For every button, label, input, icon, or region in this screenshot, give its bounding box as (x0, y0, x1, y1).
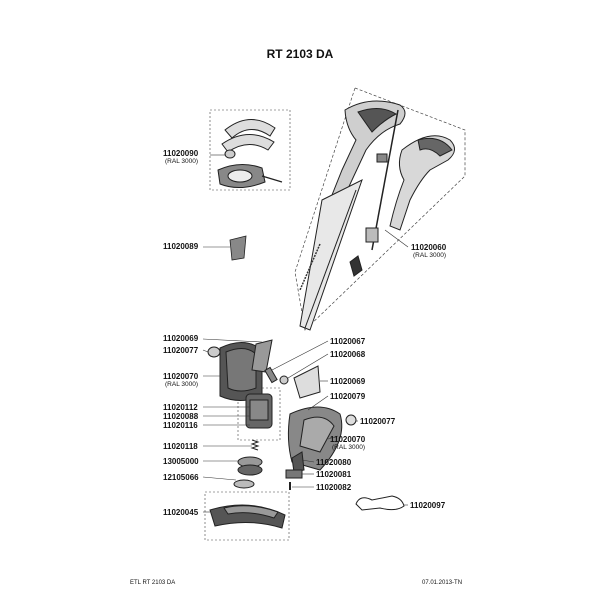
clip-part-drawing (229, 235, 247, 261)
part-label-11020097: 11020097 (410, 501, 446, 510)
handle-group-outline (209, 109, 291, 191)
part-label-11020088: 11020088 (163, 412, 199, 421)
leader-lines (202, 154, 409, 513)
part-label-13005000: 13005000 (163, 457, 199, 466)
part-label-11020045: 11020045 (163, 508, 199, 517)
part-label-11020080: 11020080 (316, 458, 352, 467)
part-color-11020060: (RAL 3000) (413, 252, 446, 259)
part-color-11020070-right: (RAL 3000) (332, 444, 365, 451)
part-label-12105066: 12105066 (163, 473, 199, 482)
part-label-11020082: 11020082 (316, 483, 352, 492)
part-label-11020112: 11020112 (163, 403, 198, 412)
auxiliary-handle-drawing (217, 119, 283, 188)
part-label-11020077-right: 11020077 (360, 417, 396, 426)
part-label-11020069-right: 11020069 (330, 377, 366, 386)
part-label-11020079: 11020079 (330, 392, 366, 401)
diagram-title: RT 2103 DA (266, 47, 334, 61)
guard-group-outline (204, 491, 290, 541)
guard-drawing (209, 504, 286, 529)
part-label-11020118: 11020118 (163, 442, 198, 451)
spring-spool-drawing (233, 439, 263, 489)
part-label-11020116: 11020116 (163, 421, 198, 430)
part-label-11020067: 11020067 (330, 337, 366, 346)
motor-housing-drawing (207, 339, 273, 401)
motor-drawing (245, 393, 273, 429)
part-color-11020070-left: (RAL 3000) (165, 381, 198, 388)
shaft-group-outline (294, 87, 466, 331)
part-label-11020090: 11020090 (163, 149, 199, 158)
footer-date-code: 07.01.2013-TN (422, 580, 463, 586)
footer-document-id: ETL RT 2103 DA (130, 580, 176, 586)
part-color-11020090: (RAL 3000) (165, 158, 198, 165)
right-parts-drawing (264, 365, 357, 490)
part-label-11020068: 11020068 (330, 350, 366, 359)
edge-guide-drawing (355, 495, 405, 511)
part-label-11020070-left: 11020070 (163, 372, 199, 381)
part-label-11020069-left: 11020069 (163, 334, 199, 343)
part-label-11020077-left: 11020077 (163, 346, 199, 355)
part-label-11020081: 11020081 (316, 470, 352, 479)
part-label-11020089: 11020089 (163, 242, 199, 251)
part-label-11020070-right: 11020070 (330, 435, 366, 444)
shaft-assembly-drawing (299, 100, 455, 331)
part-label-11020060: 11020060 (411, 243, 447, 252)
